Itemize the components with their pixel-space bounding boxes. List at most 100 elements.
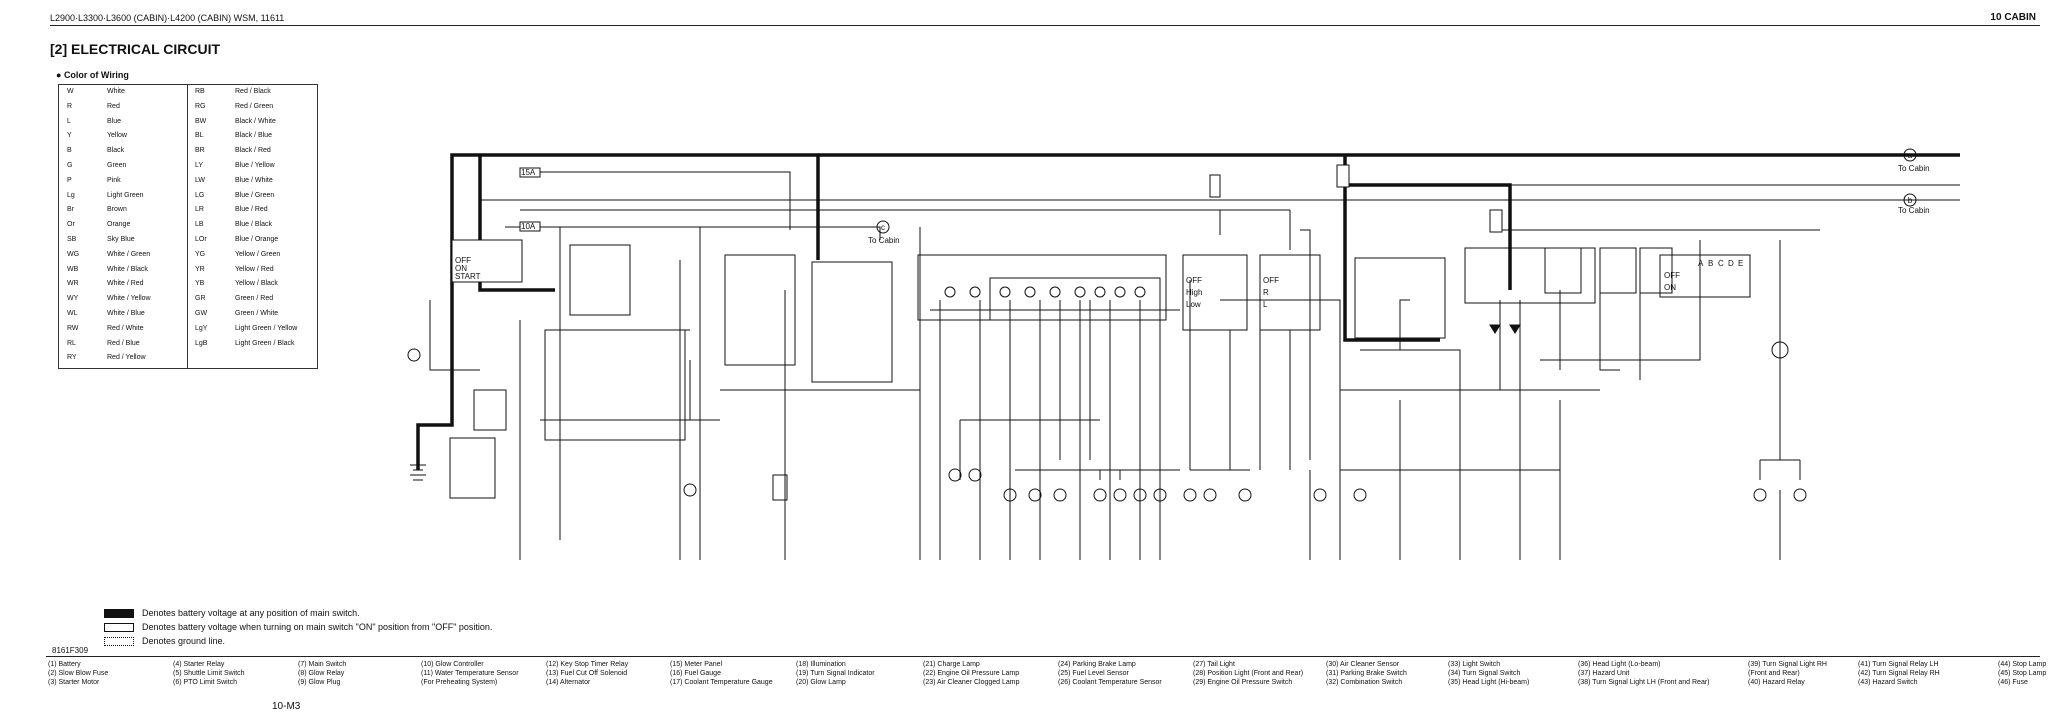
wire-color-name: Blue / Yellow bbox=[235, 161, 275, 169]
to-cabin-marker-a: a bbox=[1908, 151, 1913, 160]
part-item: (43) Hazard Switch bbox=[1858, 679, 1918, 686]
part-item: (21) Charge Lamp bbox=[923, 661, 980, 668]
part-item: (33) Light Switch bbox=[1448, 661, 1501, 668]
turn-switch-r: R bbox=[1263, 288, 1269, 297]
wire-color-name: Green bbox=[107, 161, 127, 169]
main-switch-on: ON bbox=[455, 264, 467, 273]
parts-column: (12) Key Stop Timer Relay(13) Fuel Cut O… bbox=[546, 660, 628, 687]
wire-color-name: Red / Blue bbox=[107, 339, 140, 347]
legend-ground-text: Denotes ground line. bbox=[142, 636, 226, 646]
wire-color-code: GR bbox=[195, 295, 206, 303]
wire-color-name: Black / Red bbox=[235, 147, 271, 155]
parts-column: (18) Illumination(19) Turn Signal Indica… bbox=[796, 660, 875, 687]
wire-color-name: Yellow / Red bbox=[235, 265, 274, 273]
wire-color-name: Blue / Green bbox=[235, 191, 275, 199]
part-item: (25) Fuel Level Sensor bbox=[1058, 670, 1129, 677]
light-switch-low: Low bbox=[1186, 300, 1201, 309]
figure-id: 8161F309 bbox=[52, 646, 89, 655]
wire-color-code: GW bbox=[195, 309, 208, 317]
part-item: (16) Fuel Gauge bbox=[670, 670, 721, 677]
wire-color-name: Red bbox=[107, 102, 120, 110]
wire-color-name: Green / White bbox=[235, 309, 279, 317]
part-item: (36) Head Light (Lo-beam) bbox=[1578, 661, 1661, 668]
wire-color-name: Blue / White bbox=[235, 176, 273, 184]
wire-color-name: Light Green bbox=[107, 191, 144, 199]
wire-color-row: RG Red / Green bbox=[187, 100, 317, 115]
wire-color-code: RY bbox=[67, 354, 77, 362]
wire-color-name: Blue bbox=[107, 117, 122, 125]
line-legend: Denotes battery voltage at any position … bbox=[104, 606, 492, 648]
hazard-switch-on: ON bbox=[1664, 283, 1676, 292]
legend-outline-swatch bbox=[104, 622, 134, 632]
wire-color-name: Red / White bbox=[107, 324, 144, 332]
part-item: (39) Turn Signal Light RH bbox=[1748, 661, 1827, 668]
wire-color-name: White / Green bbox=[107, 250, 151, 258]
legend-row-on: Denotes battery voltage when turning on … bbox=[104, 620, 492, 634]
wire-color-code: LR bbox=[195, 206, 204, 214]
wire-color-code: R bbox=[67, 102, 73, 110]
battery-voltage-lines bbox=[416, 153, 1960, 470]
section-title: [2] ELECTRICAL CIRCUIT bbox=[50, 41, 221, 57]
parts-column: (36) Head Light (Lo-beam)(37) Hazard Uni… bbox=[1578, 660, 1710, 687]
wire-color-code: LgY bbox=[195, 324, 208, 332]
legend-on-text: Denotes battery voltage when turning on … bbox=[142, 622, 493, 632]
wire-color-name: Sky Blue bbox=[107, 235, 135, 243]
wire-color-code: WY bbox=[67, 295, 79, 303]
wire-color-name: Pink bbox=[107, 176, 121, 184]
light-switch-off: OFF bbox=[1186, 276, 1202, 285]
wire-color-name: Red / Green bbox=[235, 102, 274, 110]
part-item: (17) Coolant Temperature Gauge bbox=[670, 679, 773, 686]
wire-color-row: R Red bbox=[59, 100, 187, 115]
wire-color-name: White / Black bbox=[107, 265, 148, 273]
part-item: (34) Turn Signal Switch bbox=[1448, 670, 1521, 677]
part-item: (10) Glow Controller bbox=[421, 661, 484, 668]
hazard-terminal-e: E bbox=[1738, 259, 1743, 268]
hazard-terminal-c: C bbox=[1718, 259, 1724, 268]
wire-color-name: Yellow / Black bbox=[235, 280, 278, 288]
wire-color-name: Red / Black bbox=[235, 88, 271, 95]
parts-column: (39) Turn Signal Light RH(Front and Rear… bbox=[1748, 660, 1827, 687]
wire-color-name: White / Blue bbox=[107, 309, 145, 317]
wire-color-code: Br bbox=[67, 206, 74, 214]
to-cabin-label-b: To Cabin bbox=[1898, 206, 1930, 215]
part-item: (2) Slow Blow Fuse bbox=[48, 670, 109, 677]
part-item: (7) Main Switch bbox=[298, 661, 347, 668]
part-item: (11) Water Temperature Sensor bbox=[421, 670, 519, 677]
part-item: (15) Meter Panel bbox=[670, 661, 723, 668]
light-switch-high: High bbox=[1186, 288, 1202, 297]
wire-color-code: WB bbox=[67, 265, 79, 273]
part-item: (6) PTO Limit Switch bbox=[173, 679, 238, 686]
parts-column: (44) Stop Lamp Switch(45) Stop Lamp(46) … bbox=[1998, 660, 2048, 687]
part-item: (9) Glow Plug bbox=[298, 679, 341, 686]
fuse-15a-label: 15A bbox=[521, 168, 536, 177]
part-item: (46) Fuse bbox=[1998, 679, 2028, 686]
to-cabin-marker-c: c bbox=[881, 223, 885, 232]
part-item: (31) Parking Brake Switch bbox=[1326, 670, 1407, 677]
part-item: (12) Key Stop Timer Relay bbox=[546, 661, 629, 668]
wire-color-code: LG bbox=[195, 191, 205, 199]
part-item: (8) Glow Relay bbox=[298, 670, 345, 677]
wire-color-code: BL bbox=[195, 132, 204, 140]
wire-color-code: BR bbox=[195, 147, 205, 155]
wire-color-code: RG bbox=[195, 102, 206, 110]
wire-color-name: White bbox=[107, 88, 125, 95]
wire-color-name: Black bbox=[107, 147, 125, 155]
to-cabin-label-a: To Cabin bbox=[1898, 164, 1930, 173]
